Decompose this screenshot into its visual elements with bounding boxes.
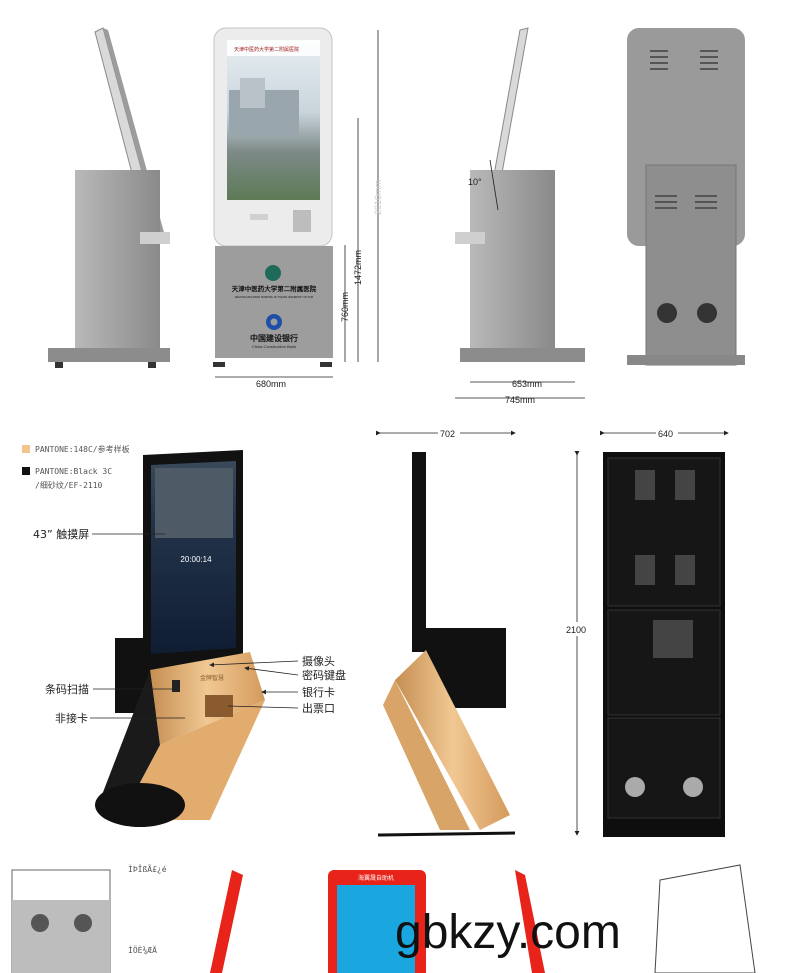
dim-1472mm: 1472mm — [353, 250, 363, 285]
cabinet-hospital-name: 天津中医药大学第二附属医院 — [232, 284, 317, 293]
dim-745mm: 745mm — [505, 395, 535, 405]
dim-760mm: 760mm — [340, 292, 350, 322]
swatch-black — [22, 467, 30, 475]
watermark: gbkzy.com — [395, 906, 621, 959]
bank-name: 中国建设银行 — [250, 333, 298, 343]
kiosk-side-view: 702 — [376, 428, 516, 837]
dim-702: 702 — [440, 429, 455, 439]
dim-680mm: 680mm — [256, 379, 286, 389]
kiosk-back-view: 640 2100 — [565, 428, 729, 837]
swatch-gold — [22, 445, 30, 453]
screen-time: 20:00:14 — [180, 555, 212, 564]
drawing-label-mid: ÌÖÈ¾ÆÄ — [128, 944, 157, 955]
dim-653mm: 653mm — [512, 379, 542, 389]
side-view-left — [48, 27, 170, 368]
color-legend: PANTONE:148C/参考样板 PANTONE:Black 3C /细砂纹/… — [22, 444, 130, 490]
dim-tilt-angle: 10° — [468, 177, 482, 187]
callout-bank-card: 银行卡 — [302, 685, 335, 699]
legend-black-sub: /细砂纹/EF-2110 — [35, 480, 103, 490]
red-kiosk-header: 海翼晟自助机 — [358, 874, 394, 882]
fan-icon — [697, 303, 717, 323]
screen-hospital-header: 天津中医药大学第二附属医院 — [234, 46, 299, 53]
fan-icon — [683, 777, 703, 797]
drawing-label-top: ÌÞÎßÃ£¿é — [128, 863, 167, 874]
fan-icon — [625, 777, 645, 797]
callout-camera: 摄像头 — [302, 654, 335, 668]
cabinet-hospital-subtext: SECOND AFFILIATED HOSPITAL OF TIANJIN UN… — [235, 296, 313, 299]
dim-2100: 2100 — [566, 625, 586, 635]
dim-2010mm: 2010mm — [373, 180, 383, 215]
callout-ticket-outlet: 出票口 — [302, 701, 335, 715]
body-brand: 金牌智慧 — [200, 674, 224, 682]
dim-640: 640 — [658, 429, 673, 439]
bottom-drawings: ÌÞÎßÃ£¿é ÌÖÈ¾ÆÄ 海翼晟自助机 gbkzy.com — [11, 863, 756, 973]
kiosk-3d-view: 20:00:14 金牌智慧 43” 触摸屏 条码扫描 非接卡 摄像头 密码键盘 … — [33, 450, 346, 827]
callout-contactless-card: 非接卡 — [55, 712, 88, 725]
hospital-logo — [265, 265, 281, 281]
legend-black-label: PANTONE:Black 3C — [35, 467, 112, 476]
back-view-kiosk — [627, 28, 745, 366]
callout-pin-pad: 密码键盘 — [302, 668, 346, 682]
side-view-right: 10° 653mm 745mm — [455, 27, 585, 405]
callout-barcode-scanner: 条码扫描 — [45, 682, 89, 696]
front-view-kiosk: 天津中医药大学第二附属医院 天津中医药大学第二附属医院 SECOND AFFIL… — [213, 27, 383, 389]
legend-gold-label: PANTONE:148C/参考样板 — [35, 444, 130, 454]
callout-touchscreen: 43” 触摸屏 — [33, 527, 89, 541]
bank-name-en: China Construction Bank — [252, 344, 296, 349]
fan-icon — [657, 303, 677, 323]
